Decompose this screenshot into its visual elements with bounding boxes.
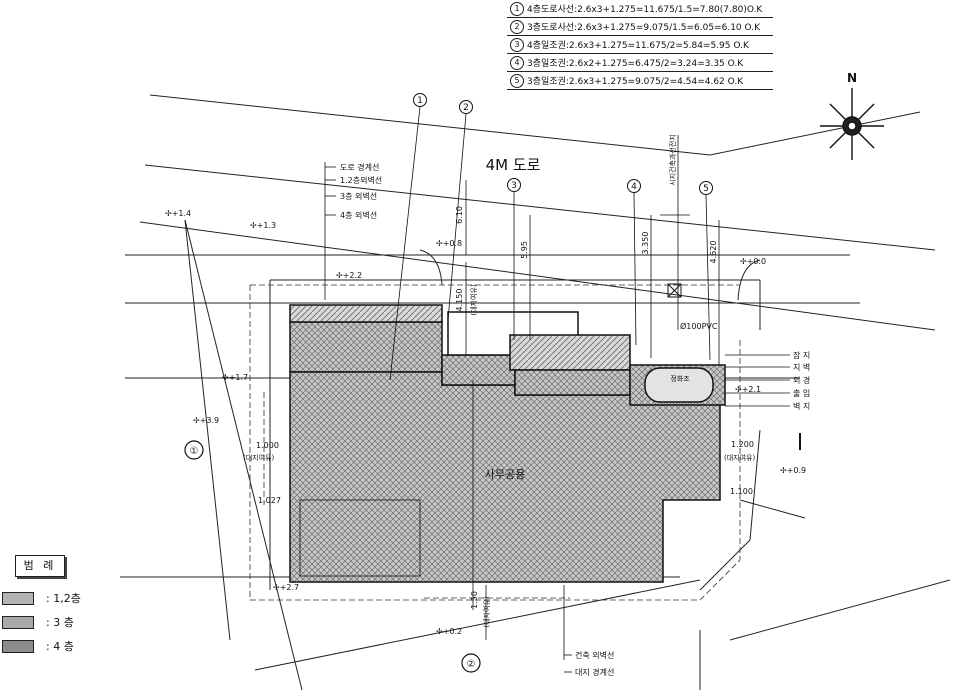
right-note-4: 출 입 [793,388,810,398]
dim-left-sub: (대지여유) [243,453,274,462]
dim-d3: 3.350 [641,232,650,255]
road-label: 4M 도로 [486,156,541,174]
svg-text:✦: ✦ [0,0,7,2]
north-arrow-icon [820,88,884,160]
calc-row-number: 5 [510,73,524,88]
elev-6: ✢+1.7 [222,373,248,382]
line-marker-4: 4 [627,179,641,346]
pipe-label: Ø100PVC [680,321,718,331]
label-floor3-wall: 3층 외벽선 [340,191,377,201]
right-note-2: 지 벽 [793,362,810,372]
right-note-1: 잡 지 [793,350,810,360]
dim-d1: 6.10 [455,206,464,224]
dim-bottom-sub: (대지여유) [482,596,491,627]
calc-row-number: 3 [510,37,524,52]
dim-left-sub-w: 1.027 [258,496,281,505]
dim-left-w: 1.000 [256,441,279,450]
elev-3: ✢+0.8 [436,239,462,248]
right-note-5: 벽 지 [793,401,810,411]
north-label: N [847,71,857,85]
right-notes: 잡 지 지 벽 외 경 출 입 벽 지 [725,350,810,450]
calc-row-text: 4층도로사선:2.6x3+1.275=11.675/1.5=7.80(7.80)… [527,0,773,18]
label-floor12-wall: 1.2층외벽선 [340,175,382,185]
elev-10: ✢+2.7 [273,583,299,592]
dim-d2: 5.95 [520,241,529,259]
legend-swatch [2,592,34,605]
line-markers: 1 2 3 4 5 [389,93,713,381]
dim-d4: 4.620 [709,241,718,264]
sign-label: 시지건축과선전지 [668,134,677,186]
label-floor4-wall: 4층 외벽선 [340,210,377,220]
svg-text:3: 3 [511,181,517,191]
building-footprint [289,304,726,583]
svg-text:1: 1 [417,96,423,106]
svg-text:2: 2 [463,103,469,113]
calc-row-text: 3층일조권:2.6x2+1.275=6.475/2=3.24=3.35 O.K [527,53,773,72]
elev-8: ✢+2.1 [735,385,761,394]
elev-11: ✢+0.2 [436,627,462,636]
elevation-point: ✦ [0,0,7,2]
legend-swatch [2,616,34,629]
calc-row-text: 3층일조권:2.6x3+1.275=9.075/2=4.54=4.62 O.K [527,71,773,90]
dim-bottom: 1.50 [470,591,479,609]
elev-7: ✢+3.9 [193,416,219,425]
dim-right-sub-w: 1.100 [730,487,753,496]
dim-d5: 4.150 [455,289,464,312]
setback-lines [249,284,741,601]
svg-text:5: 5 [703,184,709,194]
building-label: 사무공용 [485,468,525,481]
elev-5: ✢+0.0 [740,257,766,266]
legend-title: 범 례 [15,555,65,577]
line-marker-3: 3 [507,178,521,340]
legend-label: : 1,2층 [46,592,81,605]
calc-row-number: 4 [510,55,524,70]
section-marker-1: ① [190,446,199,457]
line-marker-1: 1 [389,93,427,381]
svg-text:4: 4 [631,182,637,192]
dim-right-sub: (대지여유) [724,453,755,462]
label-road-boundary: 도로 경계선 [340,162,379,172]
elevation-points: ✦ ✢+1.4 ✢+1.3 ✢+0.8 ✢+2.2 ✢+0.0 ✢+1.7 ✢+… [0,0,806,636]
bottom-label-boundary: 대지 경계선 [575,667,614,677]
legend-label: : 4 층 [46,640,74,653]
dim-d5-sub: (대지여유) [469,284,478,315]
dim-right-w: 1.200 [731,440,754,449]
legend-swatch [2,640,34,653]
dimension-texts: 6.10 4.150 (대지여유) 5.95 3.350 4.620 1.50 … [243,134,755,627]
elev-1: ✢+1.4 [165,209,191,218]
calc-row-number: 1 [510,1,524,16]
bottom-label-wall: 건축 외벽선 [575,650,614,660]
line-marker-2: 2 [447,100,473,321]
utility-box-icon [667,283,682,298]
section-marker-2: ② [467,659,476,670]
calc-row-text: 4층일조권:2.6x3+1.275=11.675/2=5.84=5.95 O.K [527,35,773,54]
elev-4: ✢+2.2 [336,271,362,280]
elev-2: ✢+1.3 [250,221,276,230]
bottom-callouts: 건축 외벽선 대지 경계선 [564,650,614,677]
legend-label: : 3 층 [46,616,74,629]
line-marker-5: 5 [699,181,713,361]
calc-row-text: 3층도로사선:2.6x3+1.275=9.075/1.5=6.05=6.10 O… [527,17,773,36]
left-setback-labels: 도로 경계선 1.2층외벽선 3층 외벽선 4층 외벽선 [324,162,382,300]
pump-label: 정화조 [670,374,690,383]
elev-9: ✢+0.9 [780,466,806,475]
calc-row-number: 2 [510,19,524,34]
section-markers: ① ② [184,440,481,673]
right-note-3: 외 경 [793,375,810,385]
